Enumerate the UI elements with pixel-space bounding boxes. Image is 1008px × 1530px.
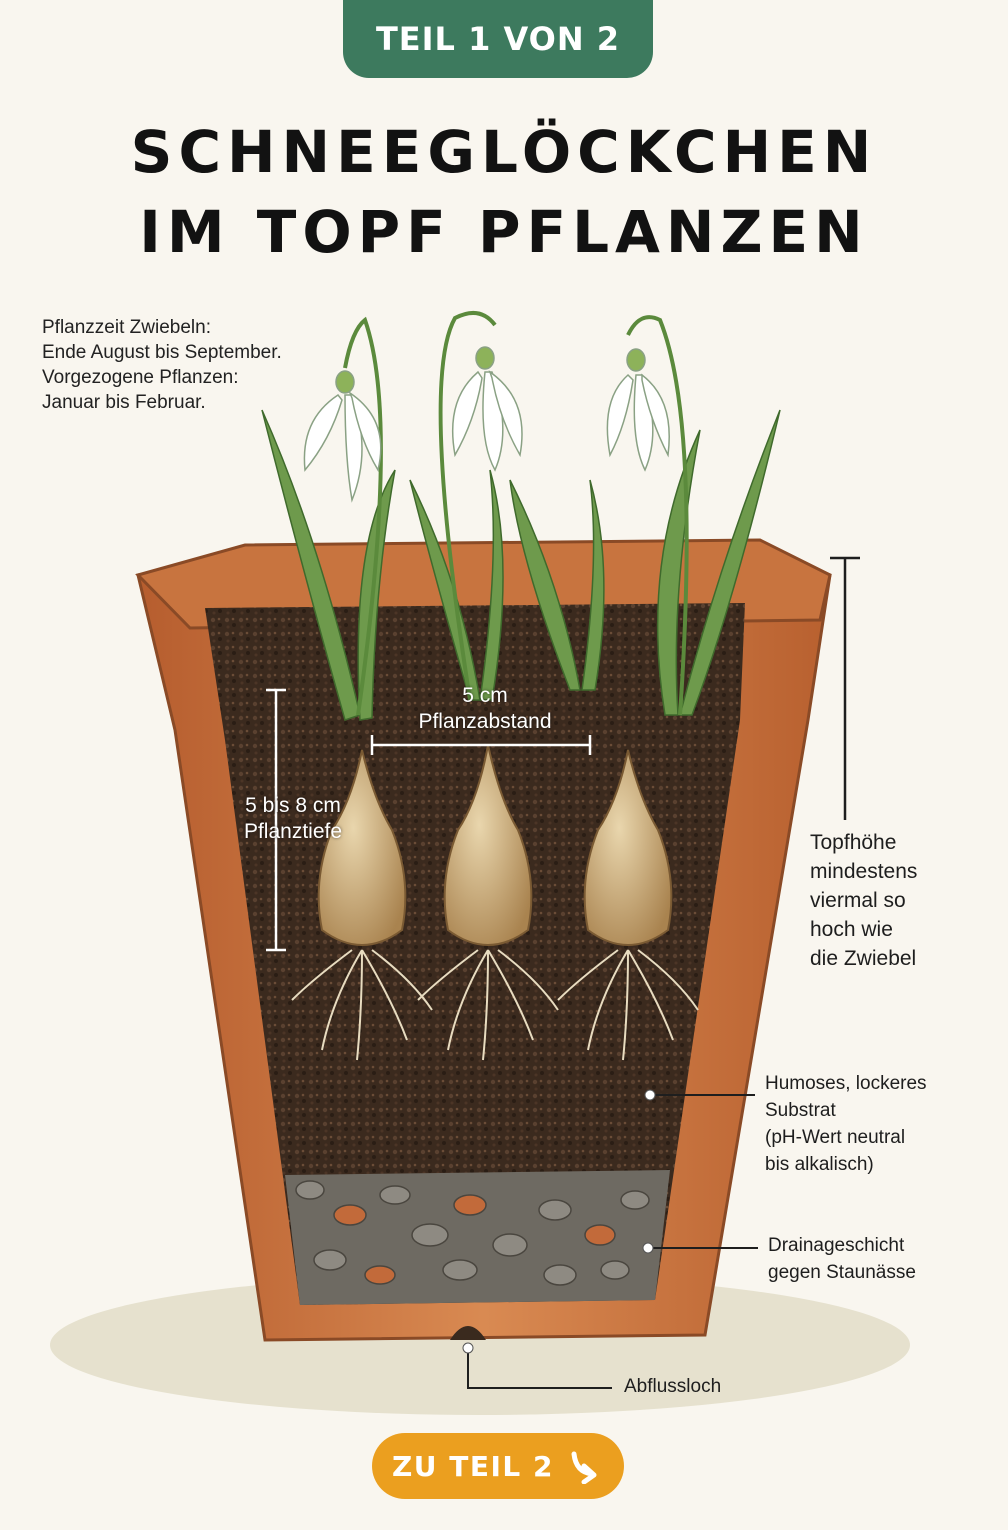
next-part-button[interactable]: ZU TEIL 2 [372, 1433, 624, 1499]
label-line: mindestens [810, 860, 918, 883]
depth-value: 5 bis 8 cm [245, 794, 341, 817]
label-line: Drainageschicht [768, 1235, 905, 1256]
label-line: Substrat [765, 1100, 836, 1121]
spacing-caption: Pflanzabstand [418, 710, 552, 733]
flower-stems [343, 310, 689, 716]
page-title-line-2: IM TOPF PFLANZEN [139, 198, 869, 266]
bulb [417, 744, 559, 1061]
snowdrop-flowers [303, 346, 670, 503]
arrow-down-right-icon [568, 1448, 604, 1485]
label-line: die Zwiebel [810, 947, 917, 970]
pot-height-label: Topfhöhe mindestens viermal so hoch wie … [810, 828, 917, 973]
note-line: Ende August bis September. [42, 342, 282, 363]
part-badge: TEIL 1 VON 2 [343, 0, 653, 78]
label-line: hoch wie [810, 918, 893, 941]
depth-label: 5 bis 8 cm Pflanztiefe [228, 793, 358, 845]
leader-lines [467, 1094, 758, 1389]
substrate-label: Humoses, lockeres Substrat (pH-Wert neut… [765, 1070, 927, 1178]
page-title-line-1: SCHNEEGLÖCKCHEN [130, 118, 878, 186]
note-line: Pflanzzeit Zwiebeln: [42, 317, 211, 338]
next-part-label: ZU TEIL 2 [391, 1449, 554, 1483]
drain-hole [450, 1326, 486, 1340]
label-line: Humoses, lockeres [765, 1073, 927, 1094]
spacing-label: 5 cm Pflanzabstand [400, 683, 570, 735]
soil-cavity [205, 603, 745, 1305]
depth-dimension [266, 688, 286, 952]
note-line: Januar bis Februar. [42, 392, 206, 413]
label-line: bis alkalisch) [765, 1154, 874, 1175]
drainage-stones [295, 1180, 650, 1286]
leader-dots [462, 1089, 656, 1354]
label-line: viermal so [810, 889, 906, 912]
pot-height-bracket [830, 556, 860, 820]
bulb [557, 749, 699, 1061]
spacing-dimension [370, 735, 592, 755]
drainage-label: Drainageschicht gegen Staunässe [768, 1232, 916, 1286]
note-line: Vorgezogene Pflanzen: [42, 367, 239, 388]
label-line: Topfhöhe [810, 831, 897, 854]
label-line: gegen Staunässe [768, 1262, 916, 1283]
bulb [291, 749, 433, 1061]
label-line: (pH-Wert neutral [765, 1127, 906, 1148]
spacing-value: 5 cm [462, 684, 508, 707]
depth-caption: Pflanztiefe [243, 820, 343, 843]
drain-hole-label: Abflussloch [624, 1376, 722, 1397]
bulbs [291, 744, 699, 1061]
planting-time-note: Pflanzzeit Zwiebeln: Ende August bis Sep… [42, 315, 282, 415]
